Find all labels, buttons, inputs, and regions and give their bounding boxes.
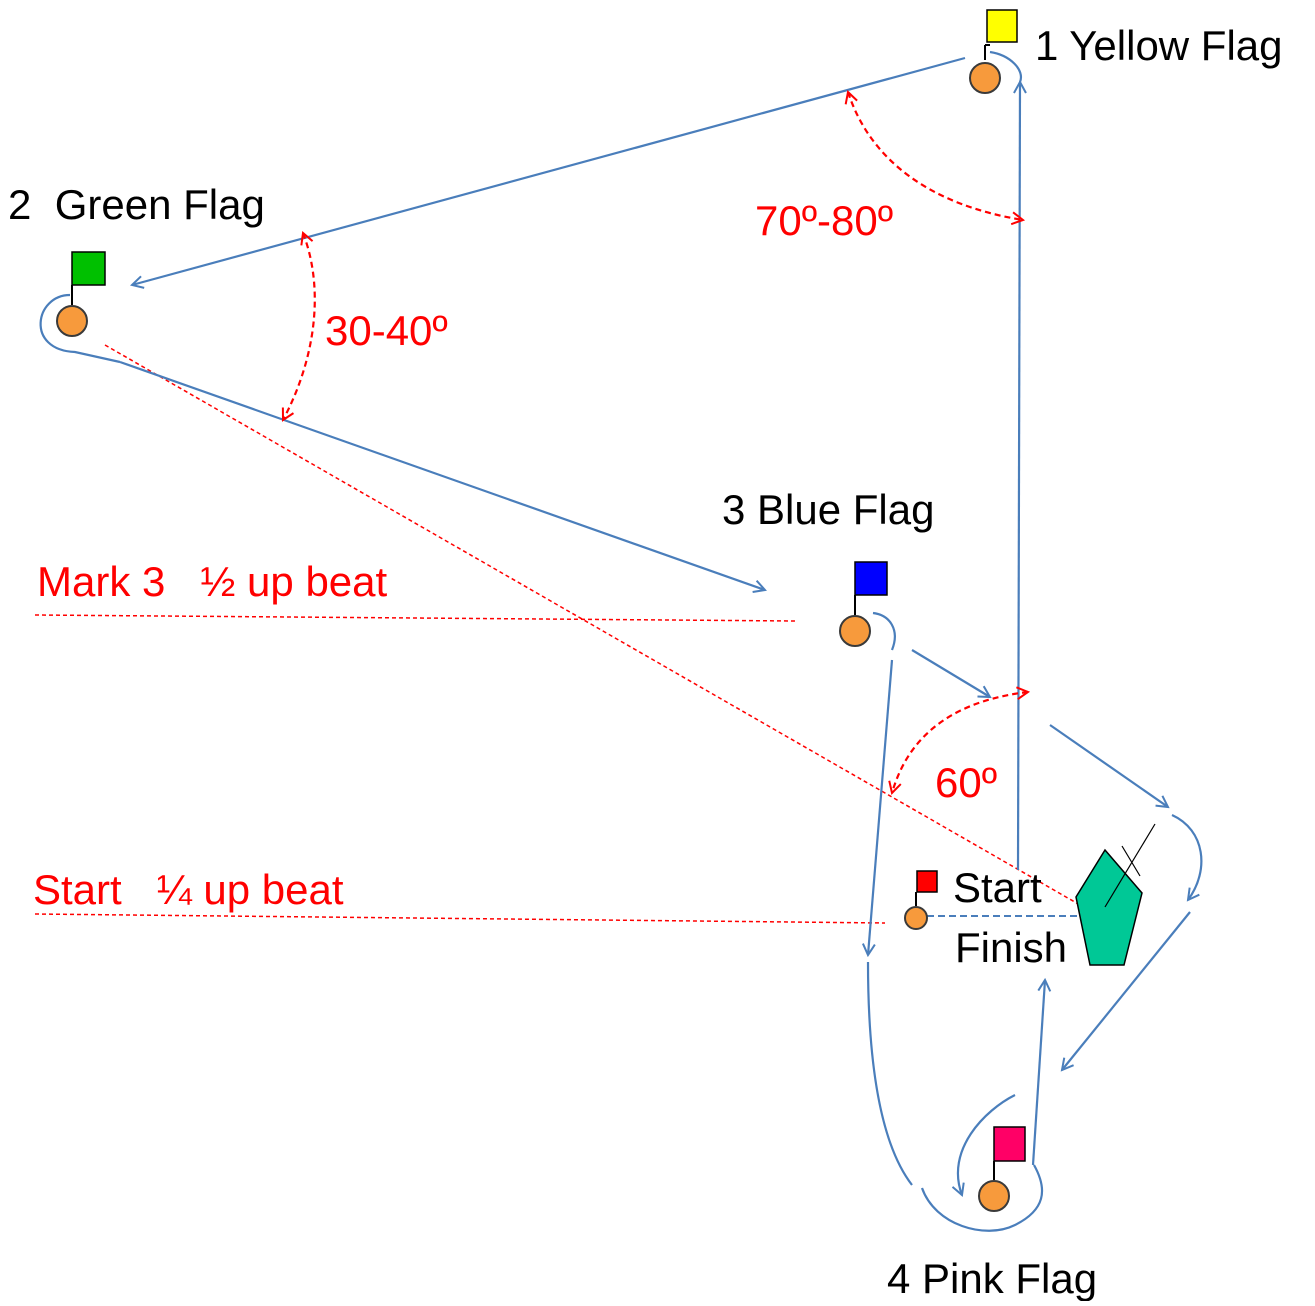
leg-reach-to-wing — [1049, 724, 1168, 807]
angle-label-mark1: 70º-80º — [755, 197, 893, 244]
leg-mark3-to-mark4 — [868, 659, 894, 955]
mark4-label: 4 Pink Flag — [887, 1255, 1097, 1301]
committee-boat-icon — [1075, 848, 1143, 966]
green-flag-icon — [71, 251, 106, 286]
boat-mast-line — [1104, 823, 1156, 908]
rounding-mark4-inner — [958, 1094, 1016, 1195]
yellow-flag-icon — [986, 9, 1018, 43]
rounding-mark1 — [989, 50, 1023, 83]
leg-mark1-to-mark2 — [132, 56, 966, 285]
angle-arc-mark3 — [892, 692, 1028, 793]
mark1-label: 1 Yellow Flag — [1035, 22, 1283, 69]
rounding-mark2 — [39, 293, 121, 364]
mark2-label: 2 Green Flag — [8, 181, 265, 228]
mark4-buoy — [978, 1126, 1026, 1212]
committee-boat — [1075, 823, 1156, 966]
diagonal-mark2-to-boat-line — [104, 344, 1081, 906]
blue-flag-icon — [854, 561, 888, 596]
mark3-label: 3 Blue Flag — [722, 486, 934, 533]
boat-cross-line — [1121, 845, 1141, 877]
rounding-mark4-bottom — [920, 1164, 1044, 1232]
mark1-buoy-icon — [969, 62, 1001, 94]
start-flag-icon — [916, 870, 938, 893]
rounding-mark4-outer — [866, 961, 913, 1186]
rounding-wing — [1171, 813, 1203, 900]
mark2-buoy-icon — [56, 305, 88, 337]
angle-arc-mark2 — [283, 233, 316, 420]
leg-mark3-to-reach — [911, 649, 990, 697]
mark1-buoy — [969, 9, 1018, 94]
mark3-half-beat-line — [34, 614, 796, 622]
start-reference-label: Start ¼ up beat — [33, 866, 344, 913]
leg-wing-to-mark4 — [1062, 911, 1191, 1070]
rounding-mark3 — [872, 611, 896, 651]
start-pin — [904, 870, 938, 930]
mark3-reference-label: Mark 3 ½ up beat — [37, 558, 388, 605]
start-quarter-beat-line — [34, 913, 886, 924]
angle-label-mark3: 60º — [935, 759, 997, 806]
pink-flag-icon — [993, 1126, 1026, 1162]
mark3-buoy — [839, 561, 888, 647]
leg-start-to-mark1 — [1018, 82, 1020, 871]
start-label: Start — [953, 864, 1042, 911]
finish-label: Finish — [955, 924, 1067, 971]
mark4-buoy-icon — [978, 1180, 1010, 1212]
start-pin-buoy-icon — [904, 906, 928, 930]
mark3-buoy-icon — [839, 615, 871, 647]
leg-mark2-to-mark3 — [119, 360, 765, 590]
mark2-buoy — [56, 251, 106, 337]
leg-mark4-to-finish — [1031, 980, 1045, 1166]
angle-label-mark2: 30-40º — [325, 307, 448, 354]
angle-arc-mark1 — [848, 92, 1023, 220]
